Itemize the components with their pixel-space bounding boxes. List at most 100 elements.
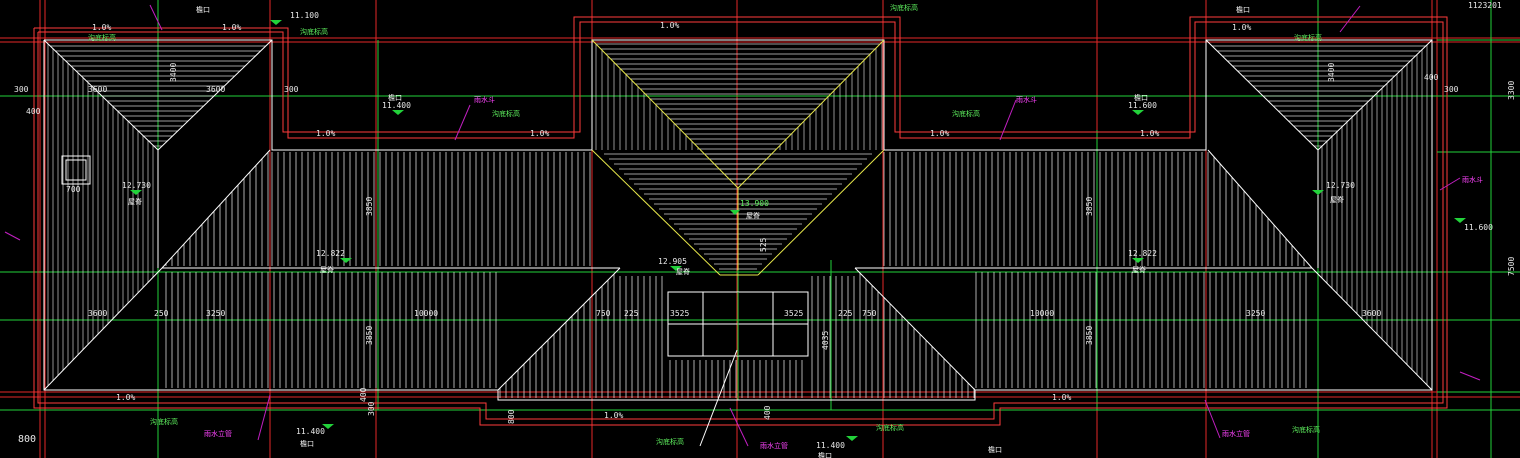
svg-text:11.400: 11.400 (816, 441, 845, 450)
drain-pipe-label: 雨水立管 (1222, 429, 1250, 438)
dim-300-b: 300 (1444, 85, 1459, 94)
gutter-label: 沟底标高 (300, 27, 328, 36)
dim-750-b: 750 (862, 309, 877, 318)
slope-label: 1.0% (930, 129, 949, 138)
slope-label: 1.0% (1232, 23, 1251, 32)
elevation-marker-outlet-c: 11.100 (270, 11, 319, 25)
chimney-box (61, 155, 91, 185)
svg-text:12.905: 12.905 (658, 257, 687, 266)
roof-hatching-center (499, 42, 975, 398)
dim-v-400-d: 400 (763, 405, 772, 420)
dim-v-525: 525 (759, 237, 768, 252)
gutter-label: 沟底标高 (88, 33, 116, 42)
svg-text:屋脊: 屋脊 (676, 267, 690, 276)
svg-text:檐口: 檐口 (818, 451, 832, 458)
elevation-marker-ridge-left: 12.730 屋脊 (122, 181, 151, 206)
outlet-label: 檐口 (988, 445, 1002, 454)
dim-700: 700 (66, 185, 81, 194)
outlet-label: 檐口 (1236, 5, 1250, 14)
dim-300-c: 300 (284, 85, 299, 94)
svg-text:12.730: 12.730 (1326, 181, 1355, 190)
leader-lines (4, 4, 1481, 447)
gutter-label: 沟底标高 (952, 109, 980, 118)
dim-v-3850-c: 3850 (1085, 197, 1094, 216)
dim-3250-a: 3250 (206, 309, 225, 318)
slope-label: 1.0% (316, 129, 335, 138)
slope-label: 1.0% (604, 411, 623, 420)
slope-label: 1.0% (1052, 393, 1071, 402)
dim-3525-a: 3525 (670, 309, 689, 318)
corner-label: 1123201 (1468, 1, 1502, 10)
gutter-label: 沟底标高 (150, 417, 178, 426)
elevation-marker-outlet-d: 11.400 檐口 (296, 424, 334, 448)
hip-lines (43, 39, 1433, 391)
slope-label: 1.0% (222, 23, 241, 32)
slope-label: 1.0% (92, 23, 111, 32)
scale-label: 800 (18, 434, 36, 445)
svg-text:屋脊: 屋脊 (128, 197, 142, 206)
dim-3600-d: 3600 (1362, 309, 1381, 318)
dim-v-4035: 4035 (821, 331, 830, 350)
dim-250: 250 (154, 309, 169, 318)
svg-text:檐口: 檐口 (300, 439, 314, 448)
dim-v-3850-b: 3850 (365, 326, 374, 345)
elevation-marker-outlet-a: 檐口 11.400 (382, 93, 411, 115)
gutter-label: 沟底标高 (1294, 33, 1322, 42)
svg-text:屋脊: 屋脊 (1330, 195, 1344, 204)
svg-text:11.400: 11.400 (382, 101, 411, 110)
dim-10000-a: 10000 (414, 309, 438, 318)
dim-10000-b: 10000 (1030, 309, 1054, 318)
annotation-labels: 1.0% 沟底标高 1.0% 沟底标高 1.0% 1.0% 沟底标高 雨水斗 1… (88, 3, 1483, 454)
dim-300-a: 300 (14, 85, 29, 94)
svg-text:12.822: 12.822 (316, 249, 345, 258)
drain-pipe-label: 雨水立管 (760, 441, 788, 450)
dimension-text-layer: 3600 3600 3600 250 3250 10000 750 225 35… (14, 1, 1516, 445)
dim-225-b: 225 (838, 309, 853, 318)
skylight-group (667, 291, 809, 357)
dim-v-7500-edge: 7500 (1507, 257, 1516, 276)
elevation-marker-outlet-f: 11.400 檐口 (816, 436, 858, 458)
svg-text:11.400: 11.400 (296, 427, 325, 436)
elevation-marker-outlet-e: 11.600 (1454, 218, 1493, 232)
svg-text:屋脊: 屋脊 (1132, 265, 1146, 274)
dim-v-3850-a: 3850 (365, 197, 374, 216)
svg-text:屋脊: 屋脊 (320, 265, 334, 274)
gutter-label: 沟底标高 (876, 423, 904, 432)
parapet-wall (33, 16, 1448, 426)
dim-v-3400-right: 3400 (1327, 63, 1336, 82)
elevation-marker-ridge-top: 13.900 屋脊 (730, 199, 769, 220)
outlet-label: 檐口 (196, 5, 210, 14)
dim-3250-b: 3250 (1246, 309, 1265, 318)
elevation-marker-outlet-b: 檐口 11.600 (1128, 93, 1157, 115)
dim-v-3400-left: 3400 (169, 63, 178, 82)
svg-text:11.600: 11.600 (1128, 101, 1157, 110)
elevation-marker-ridge-right: 12.730 屋脊 (1312, 181, 1355, 204)
drain-pipe-label: 雨水立管 (204, 429, 232, 438)
dim-400-a: 400 (26, 107, 41, 116)
dim-3600-c: 3600 (88, 309, 107, 318)
svg-text:12.822: 12.822 (1128, 249, 1157, 258)
svg-text:13.900: 13.900 (740, 199, 769, 208)
dim-3600-b: 3600 (206, 85, 225, 94)
dim-3600-a: 3600 (88, 85, 107, 94)
slope-label: 1.0% (530, 129, 549, 138)
svg-text:檐口: 檐口 (1134, 93, 1148, 102)
elevation-marker-ridge-b: 12.905 屋脊 (658, 257, 690, 276)
gutter-label: 沟底标高 (656, 437, 684, 446)
dim-v-300-e: 300 (367, 401, 376, 416)
elevation-markers: 12.730 屋脊 12.822 屋脊 12.905 屋脊 13.900 屋脊 … (122, 11, 1493, 458)
slope-label: 1.0% (116, 393, 135, 402)
elevation-marker-ridge-a: 12.822 屋脊 (316, 249, 352, 274)
drain-label: 雨水斗 (1462, 175, 1483, 184)
dim-750-a: 750 (596, 309, 611, 318)
gutter-label: 沟底标高 (1292, 425, 1320, 434)
drain-label: 雨水斗 (1016, 95, 1037, 104)
dim-v-400-c: 400 (359, 387, 368, 402)
roof-hatching-right-wing (883, 44, 1428, 388)
slope-label: 1.0% (1140, 129, 1159, 138)
svg-text:屋脊: 屋脊 (746, 211, 760, 220)
svg-text:12.730: 12.730 (122, 181, 151, 190)
svg-text:檐口: 檐口 (388, 93, 402, 102)
elevation-marker-ridge-c: 12.822 屋脊 (1128, 249, 1157, 274)
